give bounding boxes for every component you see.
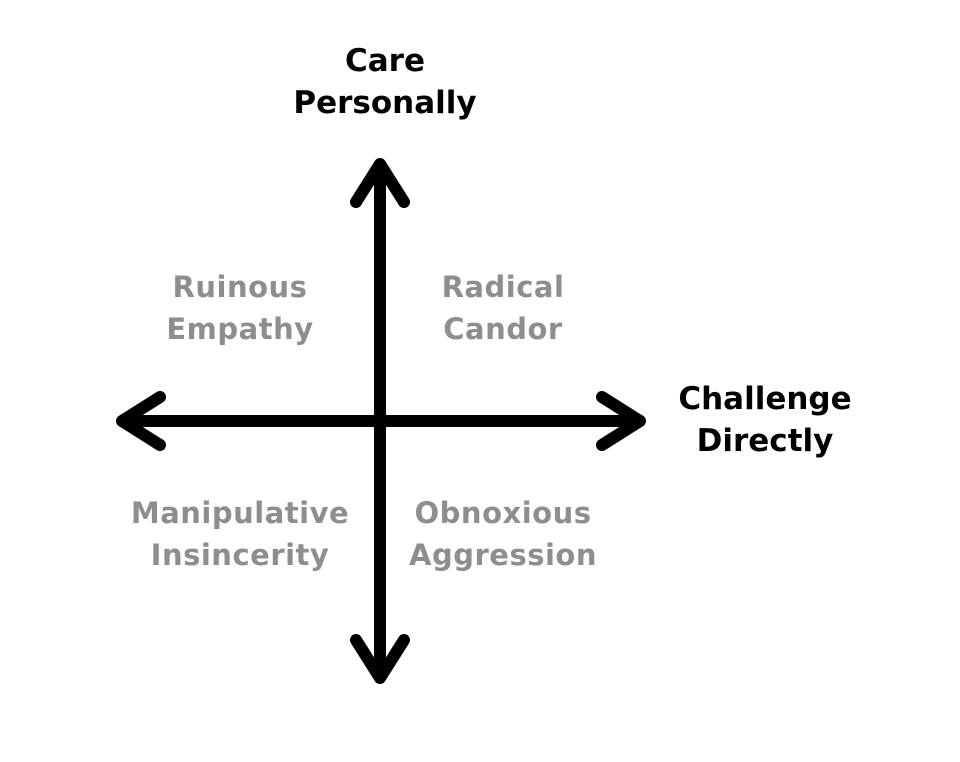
- quadrant-bottom-left-line2: Insincerity: [150, 538, 330, 572]
- left-arrow-head: [116, 391, 166, 451]
- up-arrow-head: [350, 158, 410, 208]
- quadrant-top-right-label: Radical Candor: [383, 266, 623, 350]
- vertical-axis-label-line2: Personally: [293, 85, 477, 121]
- quadrant-top-right-line2: Candor: [443, 312, 563, 346]
- quadrant-bottom-right-label: Obnoxious Aggression: [383, 492, 623, 576]
- quadrant-top-left-line2: Empathy: [166, 312, 314, 346]
- right-arrow-head: [596, 391, 646, 451]
- horizontal-axis-label-line2: Directly: [696, 423, 834, 459]
- down-arrow-head: [350, 634, 410, 684]
- quadrant-bottom-right-line1: Obnoxious: [414, 496, 592, 530]
- quadrant-bottom-left-line1: Manipulative: [130, 496, 350, 530]
- horizontal-axis-label: Challenge Directly: [665, 378, 865, 462]
- horizontal-axis-label-line1: Challenge: [678, 381, 852, 417]
- quadrant-top-right-line1: Radical: [441, 270, 565, 304]
- quadrant-bottom-right-line2: Aggression: [409, 538, 597, 572]
- quadrant-top-left-line1: Ruinous: [172, 270, 308, 304]
- quadrant-bottom-left-label: Manipulative Insincerity: [110, 492, 370, 576]
- quadrant-top-left-label: Ruinous Empathy: [120, 266, 360, 350]
- vertical-axis-label-line1: Care: [345, 43, 425, 79]
- vertical-axis-label: Care Personally: [285, 40, 485, 124]
